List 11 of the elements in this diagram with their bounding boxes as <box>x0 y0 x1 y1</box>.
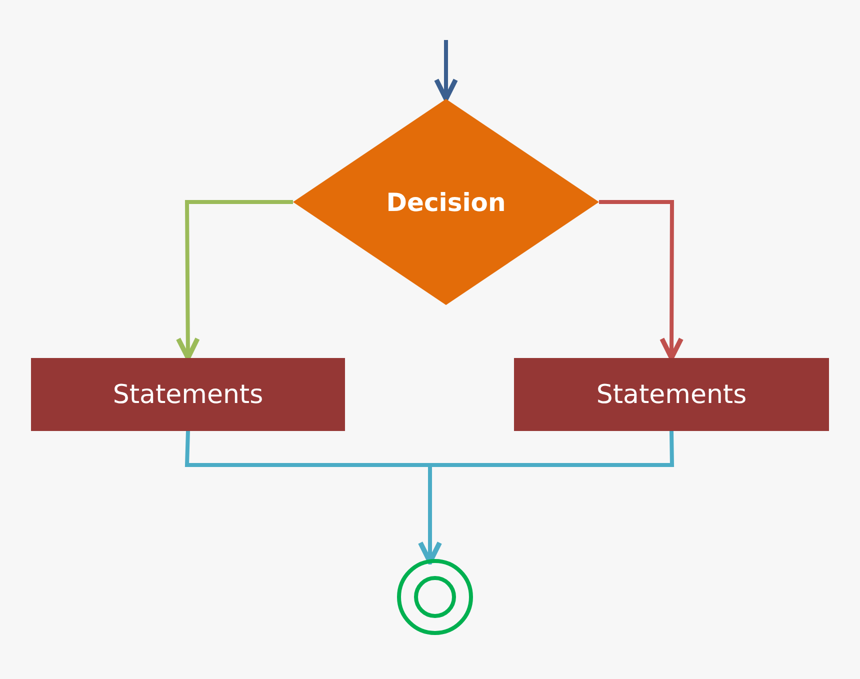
statement-label: Statements <box>112 380 264 410</box>
statement-label: Statements <box>596 380 747 410</box>
process-box <box>31 358 345 431</box>
decision-label: Decision <box>386 188 506 216</box>
arrow <box>434 40 458 102</box>
decision-diamond <box>293 99 599 305</box>
arrow <box>176 200 293 360</box>
process-box <box>514 358 829 431</box>
end-circle <box>397 559 473 635</box>
arrow <box>599 200 684 360</box>
arrow <box>418 430 674 564</box>
